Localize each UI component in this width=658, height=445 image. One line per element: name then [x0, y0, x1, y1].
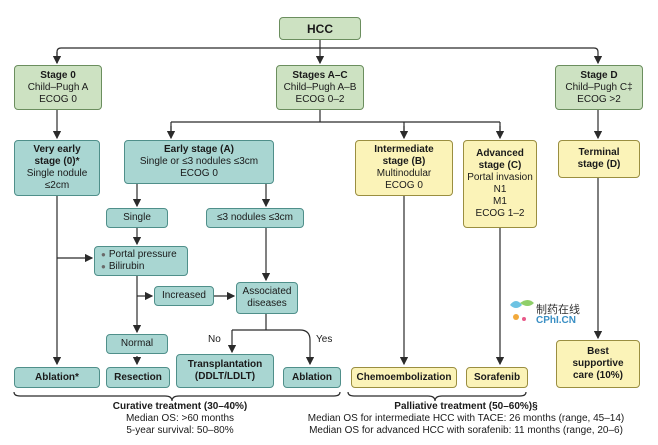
stage-0-title: Stage 0: [40, 69, 76, 81]
advanced-stage-box: Advanced stage (C) Portal invasion N1 M1…: [463, 140, 537, 228]
intermediate-stage-box: Intermediate stage (B) Multinodular ECOG…: [355, 140, 453, 196]
stages-a-c-box: Stages A–C Child–Pugh A–B ECOG 0–2: [276, 65, 364, 110]
chemoembolization-box: Chemoembolization: [351, 367, 457, 388]
curative-summary: Curative treatment (30–40%) Median OS: >…: [60, 401, 300, 437]
ablation-star-box: Ablation*: [14, 367, 100, 388]
palliative-title: Palliative treatment (50–60%)§: [394, 401, 538, 412]
no-label: No: [208, 334, 221, 345]
hcc-box: HCC: [279, 17, 361, 40]
ablation-box: Ablation: [283, 367, 341, 388]
normal-box: Normal: [106, 334, 168, 354]
stage-d-box: Stage D Child–Pugh C‡ ECOG >2: [555, 65, 643, 110]
palliative-summary: Palliative treatment (50–60%)§ Median OS…: [276, 401, 656, 437]
leaf-logo-icon: [510, 300, 534, 321]
curative-title: Curative treatment (30–40%): [112, 401, 248, 412]
terminal-stage-box: Terminal stage (D): [558, 140, 640, 178]
portal-pressure-box: Portal pressure Bilirubin: [94, 246, 188, 276]
early-stage-box: Early stage (A) Single or ≤3 nodules ≤3c…: [124, 140, 274, 184]
nodules-box: ≤3 nodules ≤3cm: [206, 208, 304, 228]
watermark-en-text: CPhI.CN: [536, 315, 576, 326]
very-early-stage-box: Very early stage (0)* Single nodule ≤2cm: [14, 140, 100, 196]
yes-label: Yes: [316, 334, 333, 345]
sorafenib-box: Sorafenib: [466, 367, 528, 388]
stage-0-box: Stage 0 Child–Pugh A ECOG 0: [14, 65, 102, 110]
single-box: Single: [106, 208, 168, 228]
associated-diseases-box: Associated diseases: [236, 282, 298, 314]
transplantation-box: Transplantation (DDLT/LDLT): [176, 354, 274, 388]
watermark-logo: [506, 297, 536, 328]
stages-a-c-title: Stages A–C: [292, 69, 348, 81]
resection-box: Resection: [106, 367, 170, 388]
increased-box: Increased: [154, 286, 214, 306]
best-supportive-care-box: Best supportive care (10%): [556, 340, 640, 388]
stage-d-title: Stage D: [580, 69, 618, 81]
watermark-cn-text: 制药在线: [536, 304, 580, 316]
